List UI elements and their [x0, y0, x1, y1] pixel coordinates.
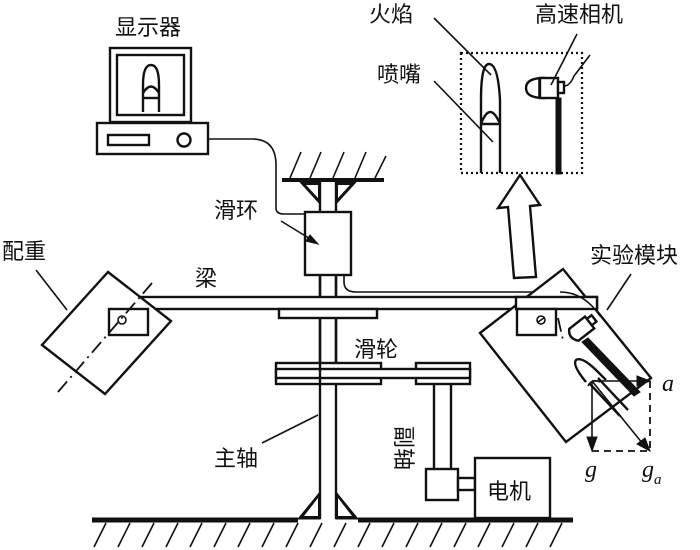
label-counterweight: 配重 — [2, 240, 46, 265]
ground-hatch-mark — [285, 522, 299, 548]
ground-hatch-mark — [405, 522, 419, 548]
nozzle-leader — [433, 80, 494, 143]
label-main-shaft: 主轴 — [214, 447, 258, 472]
label-high-speed-camera: 高速相机 — [535, 3, 623, 28]
zoom-arrow — [495, 172, 543, 280]
flame-leader — [433, 17, 492, 76]
counterweight-leader — [35, 269, 68, 311]
experiment-module — [478, 267, 653, 444]
ground-hatch-mark — [549, 522, 563, 548]
counterweight — [40, 270, 173, 396]
inset-camera — [524, 54, 591, 175]
ground-hatch-mark — [381, 522, 395, 548]
ground-hatch-mark — [501, 522, 515, 548]
ceiling-mount — [282, 151, 387, 206]
vectors — [586, 375, 652, 453]
ground-hatch-mark — [429, 522, 443, 548]
inset-detail — [459, 51, 591, 175]
label-vector-a: a — [662, 371, 674, 397]
label-display: 显示器 — [115, 16, 181, 41]
ground-hatch-mark — [165, 522, 179, 548]
ground-hatch-mark — [525, 522, 539, 548]
ground — [92, 517, 573, 548]
slip-ring — [303, 210, 353, 277]
display-base — [95, 121, 210, 156]
label-beam: 梁 — [195, 267, 217, 292]
display-cable — [208, 138, 305, 215]
ground-hatch-mark — [141, 522, 155, 548]
ground-hatch-mark — [261, 522, 275, 548]
ground-hatch-mark — [309, 522, 323, 548]
ground-hatch-mark — [357, 522, 371, 548]
inset-nozzle-tip — [479, 110, 502, 125]
slip-ring-leader — [280, 220, 320, 245]
ground-hatch-mark — [93, 522, 107, 548]
label-pulley: 滑轮 — [354, 338, 398, 363]
ground-hatch-mark — [189, 522, 203, 548]
label-vector-g: g — [585, 457, 597, 483]
label-flame: 火焰 — [369, 3, 413, 28]
motor — [473, 456, 552, 520]
ground-hatch-mark — [477, 522, 491, 548]
ground-hatch-mark — [453, 522, 467, 548]
camera-leader — [550, 33, 578, 86]
label-vector-ga-subscript: a — [654, 472, 662, 488]
ground-hatch-mark — [237, 522, 251, 548]
ground-hatch-mark — [213, 522, 227, 548]
inset-flame — [479, 62, 502, 173]
module-leader — [606, 273, 632, 311]
main-shaft-leader — [261, 414, 319, 444]
label-auxiliary-shaft: 副轴 — [390, 426, 415, 470]
auxiliary-shaft — [424, 384, 477, 502]
ground-hatch-mark — [117, 522, 131, 548]
label-nozzle: 喷嘴 — [377, 63, 421, 88]
label-vector-ga: g — [642, 457, 654, 483]
label-experiment-module: 实验模块 — [590, 244, 678, 269]
vector-ga — [591, 380, 644, 445]
pulley — [274, 361, 472, 386]
ground-hatch-mark — [333, 522, 347, 548]
display-monitor — [108, 46, 193, 124]
label-motor: 电机 — [487, 480, 531, 505]
label-slip-ring: 滑环 — [214, 199, 258, 224]
